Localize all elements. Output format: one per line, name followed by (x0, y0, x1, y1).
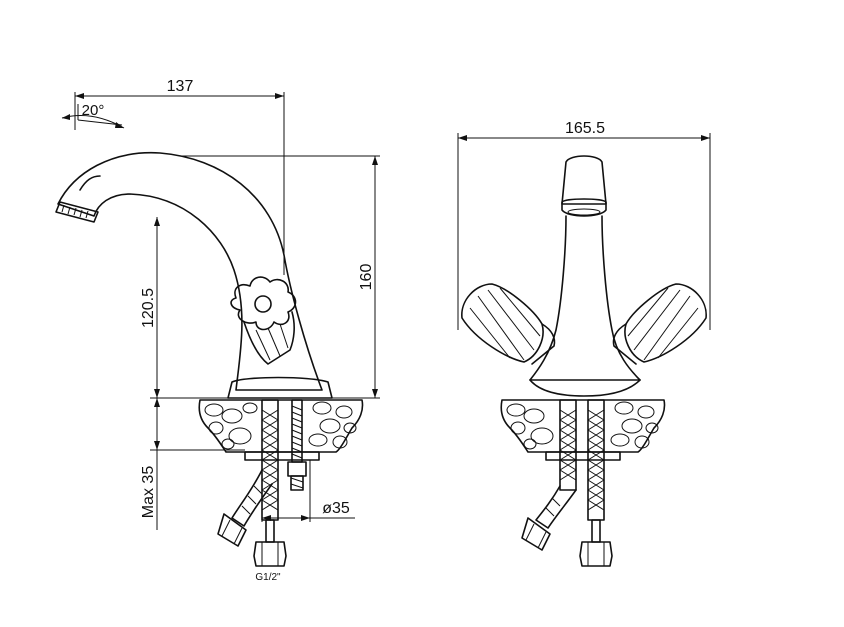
hoses-front (521, 399, 613, 567)
dimension-height-label: 160 (358, 264, 375, 291)
handle-front-left (461, 283, 556, 365)
dimension-width-label: 137 (167, 78, 194, 95)
dimension-angle-label: 20° (82, 102, 105, 119)
dimension-spout-height: 120.5 (140, 217, 230, 399)
dimension-width-side: 137 (74, 78, 285, 275)
spout-front (529, 155, 641, 397)
hoses-side (217, 399, 307, 567)
dimension-diameter-label: ø35 (322, 500, 350, 517)
stone-base-front (500, 399, 666, 461)
dimension-max-thickness-label: Max 35 (140, 466, 157, 519)
handle-side (230, 276, 297, 365)
stone-base-side (198, 399, 364, 461)
dimension-angle: 20° (61, 102, 125, 129)
dimension-spout-height-label: 120.5 (140, 288, 157, 328)
front-view: 165.5 (457, 120, 711, 567)
dimension-max-thickness: Max 35 (140, 398, 245, 530)
dimension-width-front: 165.5 (457, 120, 711, 330)
handle-front-right (612, 283, 707, 365)
dimension-height: 160 (180, 155, 380, 399)
connector-label: G1/2" (255, 572, 281, 583)
spout-side (55, 151, 333, 399)
dimension-width-front-label: 165.5 (565, 120, 605, 137)
side-view: 137 20° 160 120.5 (55, 78, 380, 583)
